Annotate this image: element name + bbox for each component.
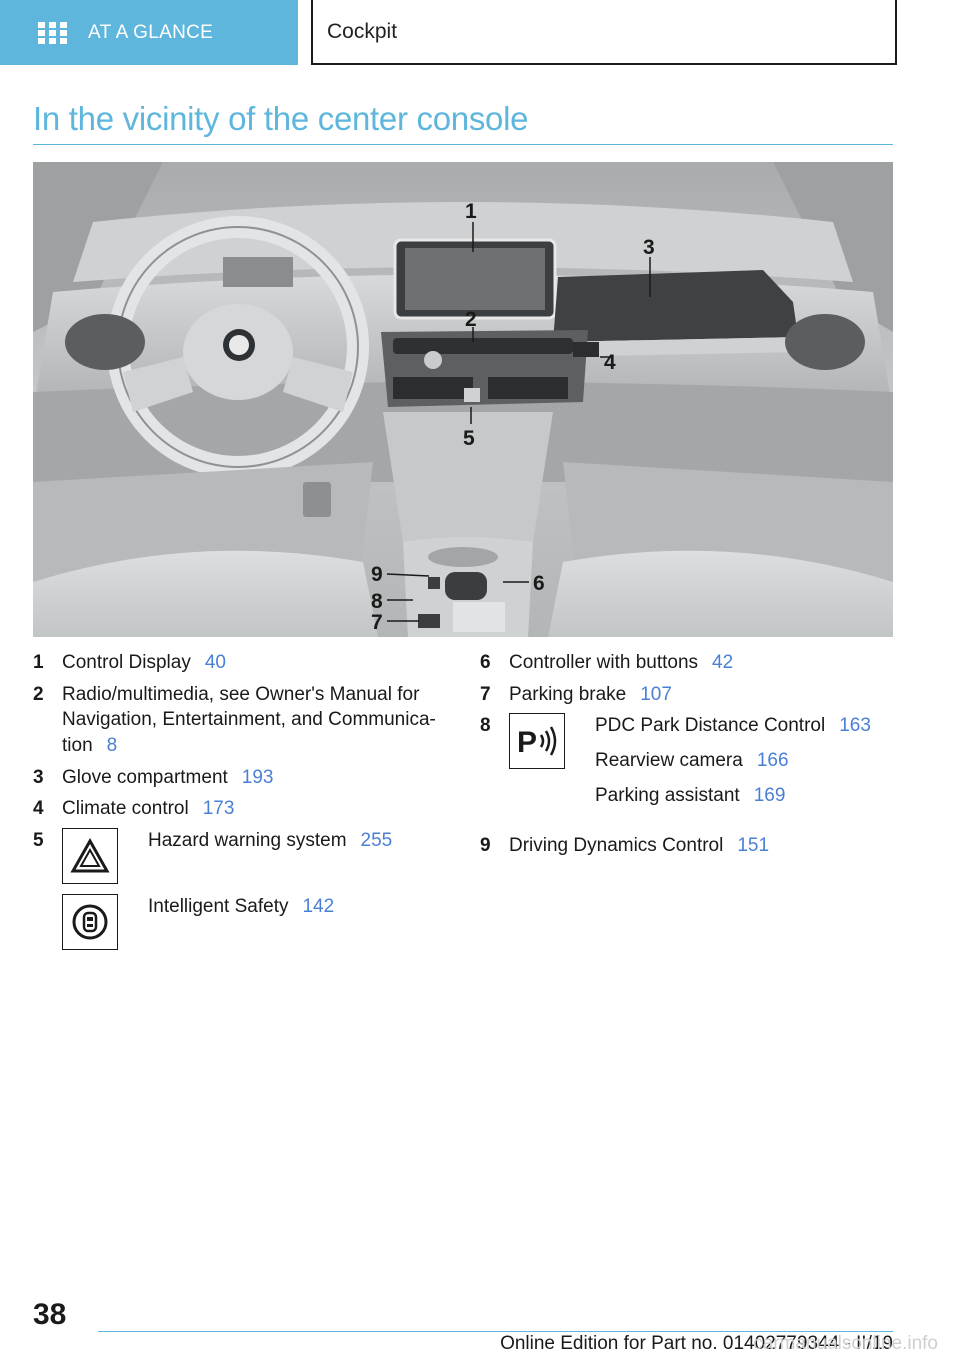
callout-2: 2 [465, 308, 477, 331]
svg-text:P: P [517, 726, 537, 759]
callout-7: 7 [371, 611, 383, 634]
park-distance-control-icon: P [509, 713, 565, 769]
page-title: In the vicinity of the center console [33, 100, 528, 138]
item-number: 2 [33, 682, 62, 759]
legend-item: 6 Controller with buttons 42 [480, 650, 893, 676]
page-ref-link[interactable]: 255 [361, 830, 393, 851]
section-label: Cockpit [327, 20, 397, 44]
item-text: Parking assistant [595, 785, 740, 806]
page-ref-link[interactable]: 107 [640, 684, 672, 705]
page-ref-link[interactable]: 142 [302, 896, 334, 917]
page-ref-link[interactable]: 151 [737, 835, 769, 856]
legend-item: 9 Driving Dynamics Control 151 [480, 833, 893, 859]
page-ref-link[interactable]: 8 [107, 735, 118, 756]
icon-entry: Intelligent Safety 142 [62, 894, 453, 950]
item-text: Controller with buttons [509, 652, 698, 673]
chapter-tab[interactable]: AT A GLANCE [0, 0, 298, 65]
item-number: 4 [33, 796, 62, 822]
callout-1: 1 [465, 200, 477, 223]
item-text: Intelligent Safety [148, 896, 288, 917]
item-number: 1 [33, 650, 62, 676]
callout-9: 9 [371, 563, 383, 586]
item-number: 7 [480, 682, 509, 708]
page-ref-link[interactable]: 166 [757, 750, 789, 771]
section-header: Cockpit [311, 0, 897, 65]
icon-entry: Hazard warning system 255 [62, 828, 453, 884]
page-ref-link[interactable]: 169 [754, 785, 786, 806]
cockpit-illustration: 1 3 2 4 5 6 7 8 9 [33, 162, 893, 637]
item-number: 5 [33, 828, 62, 960]
legend-item: 1 Control Display 40 [33, 650, 453, 676]
callout-4: 4 [604, 351, 616, 374]
page-ref-link[interactable]: 173 [203, 798, 235, 819]
legend-right: 6 Controller with buttons 42 7 Parking br… [480, 650, 893, 865]
callout-3: 3 [643, 236, 655, 259]
legend-item: 4 Climate control 173 [33, 796, 453, 822]
callout-8: 8 [371, 590, 383, 613]
page-ref-link[interactable]: 42 [712, 652, 733, 673]
callout-5: 5 [463, 427, 475, 450]
item-text: Glove compartment [62, 767, 228, 788]
item-text: Parking brake [509, 684, 626, 705]
watermark: carmanualsonline.info [753, 1333, 938, 1355]
item-number: 8 [480, 713, 509, 827]
intelligent-safety-icon [62, 894, 118, 950]
page-ref-link[interactable]: 163 [839, 715, 871, 736]
icon-entry: P PDC Park Distance Control 163 Rearview … [509, 713, 893, 817]
callout-6: 6 [533, 572, 545, 595]
legend-item-5: 5 Hazard warning system 255 [33, 828, 453, 960]
item-number: 9 [480, 833, 509, 859]
item-text: Control Display [62, 652, 191, 673]
grid-menu-icon[interactable] [38, 22, 68, 44]
legend-item: 2 Radio/multimedia, see Owner's Manual f… [33, 682, 453, 759]
item-text: Radio/multimedia, see Owner's Manual for… [62, 684, 436, 756]
footer-divider [98, 1331, 893, 1332]
legend-item: 7 Parking brake 107 [480, 682, 893, 708]
page-number: 38 [33, 1298, 66, 1332]
chapter-label: AT A GLANCE [88, 22, 213, 44]
item-text: Hazard warning system [148, 830, 347, 851]
item-number: 6 [480, 650, 509, 676]
legend-left: 1 Control Display 40 2 Radio/multimedia, … [33, 650, 453, 966]
item-number: 3 [33, 765, 62, 791]
item-text: Climate control [62, 798, 189, 819]
legend-item-8: 8 P PDC Park Distance Control 163 Rearvie… [480, 713, 893, 827]
item-text: Driving Dynamics Control [509, 835, 723, 856]
title-divider [33, 144, 893, 145]
hazard-warning-icon [62, 828, 118, 884]
item-text: Rearview camera [595, 750, 743, 771]
page-ref-link[interactable]: 40 [205, 652, 226, 673]
legend-item: 3 Glove compartment 193 [33, 765, 453, 791]
page-ref-link[interactable]: 193 [242, 767, 274, 788]
item-text: PDC Park Distance Control [595, 715, 825, 736]
